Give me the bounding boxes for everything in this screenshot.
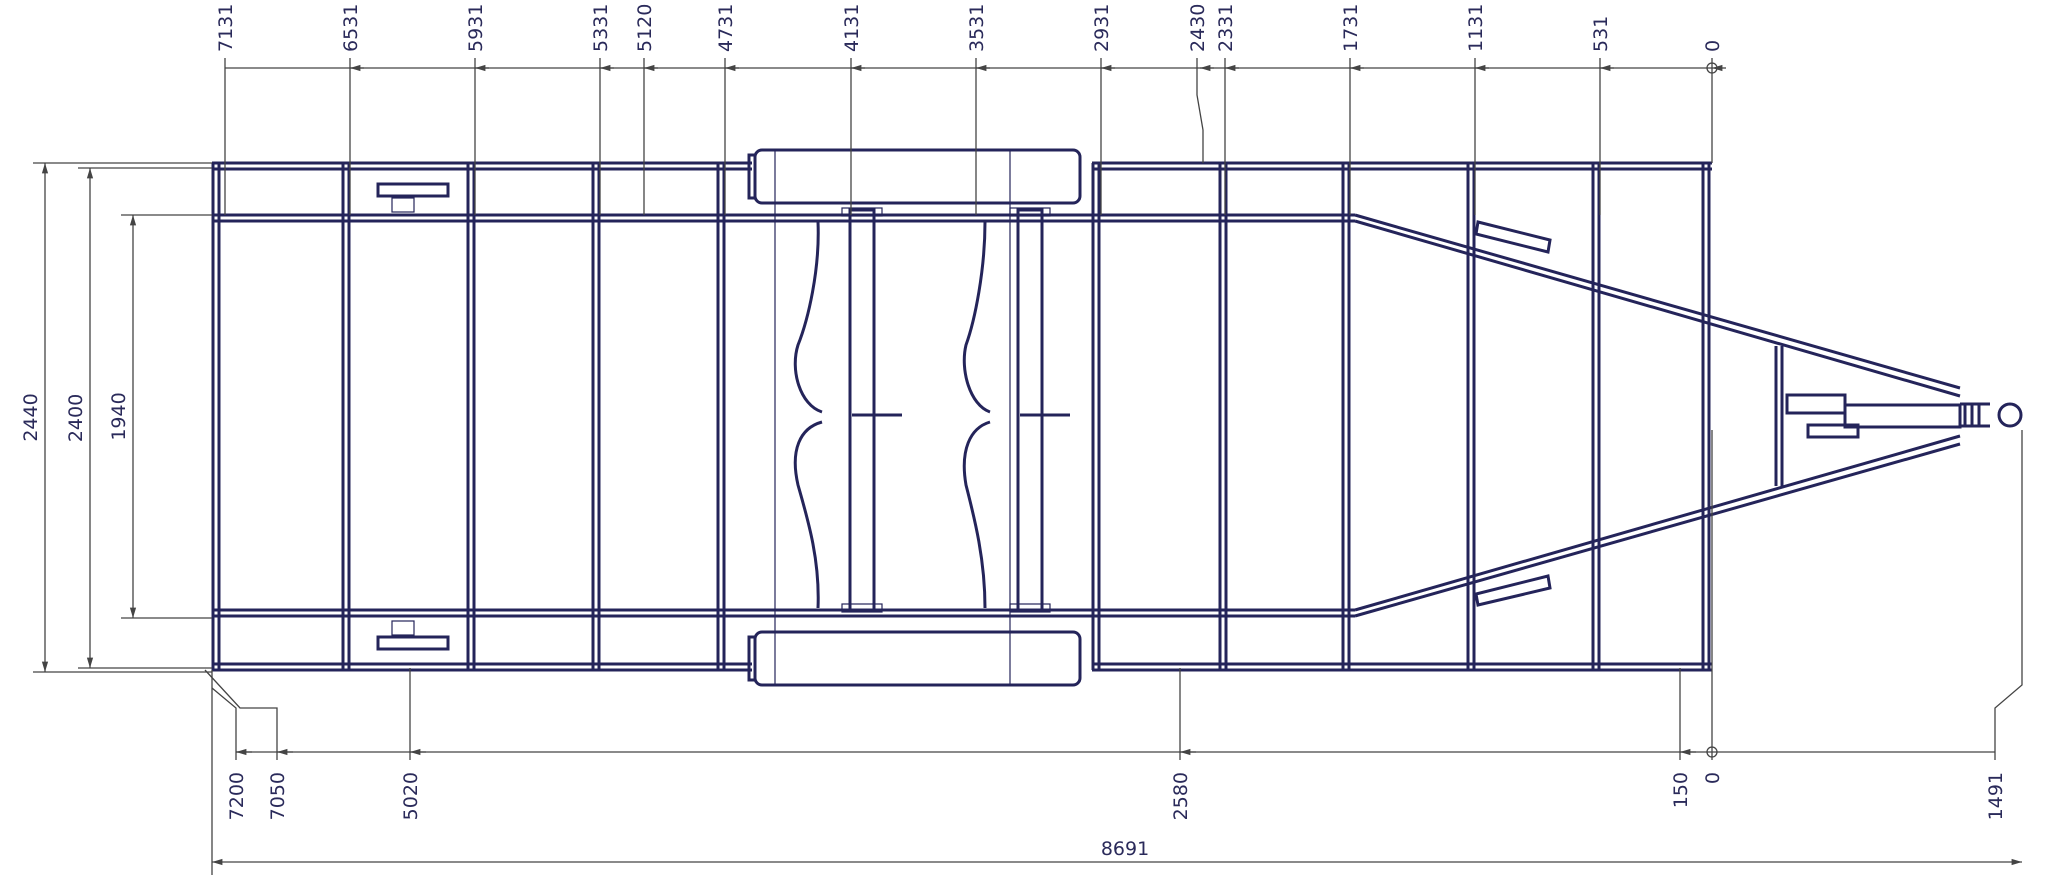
support-jack — [1474, 574, 1552, 607]
fender-end — [747, 635, 757, 682]
fender — [753, 630, 1082, 687]
jack-foot — [391, 620, 415, 636]
top-dimension-label: 5120 — [634, 4, 656, 52]
extension-line — [204, 669, 278, 760]
tow-ball-coupling-icon — [1997, 402, 2023, 428]
top-dimension-label: 1131 — [1465, 4, 1487, 52]
overall-length-label: 8691 — [1101, 838, 1149, 860]
support-jack — [1474, 220, 1552, 254]
bottom-dimension-label: 1491 — [1985, 772, 2007, 820]
coupling-handbrake — [1785, 393, 1847, 415]
left-dimension-label: 1940 — [108, 392, 130, 440]
top-dimension-label: 7131 — [215, 4, 237, 52]
drawbar-bottom — [1354, 434, 1961, 612]
chassis-frame — [211, 148, 2023, 687]
top-dimension-label: 5331 — [590, 4, 612, 52]
left-dimension-label: 2400 — [65, 394, 87, 442]
top-dimension-label: 1731 — [1340, 4, 1362, 52]
top-dimension-label: 2331 — [1215, 4, 1237, 52]
support-jack — [376, 182, 450, 198]
top-dimension-label: 4131 — [841, 4, 863, 52]
drawbar-top — [1354, 213, 1961, 390]
axle-bracket — [841, 603, 883, 613]
axle-bracket — [1009, 207, 1051, 217]
leaf-spring — [793, 221, 823, 609]
leaf-spring — [962, 221, 991, 609]
dimension-lines — [33, 58, 2023, 875]
coupling-lever — [1806, 423, 1860, 439]
coupling-bellows — [1960, 402, 1990, 428]
dimension-labels: 7131 6531 5931 5331 5120 4731 4131 3531 2931 2430… — [20, 4, 2007, 821]
bottom-dimension-label: 150 — [1670, 772, 1692, 808]
top-dimension-label: 4731 — [715, 4, 737, 52]
origin-marker — [1706, 62, 1718, 74]
top-dimension-label: 3531 — [966, 4, 988, 52]
top-dimension-label: 5931 — [465, 4, 487, 52]
fender-end — [747, 153, 757, 200]
top-dimension-label: 2430 — [1187, 4, 1209, 52]
drawbar-top — [1354, 219, 1961, 398]
bottom-dimension-label: 7200 — [226, 772, 248, 820]
fender — [753, 148, 1082, 205]
axle-beam — [848, 208, 876, 612]
axle-bracket — [841, 207, 883, 217]
support-jack — [376, 635, 450, 651]
bottom-dimension-label: 5020 — [400, 772, 422, 820]
top-dimension-label: 531 — [1590, 16, 1612, 52]
top-dimension-label: 2931 — [1091, 4, 1113, 52]
top-dimension-label: 6531 — [340, 4, 362, 52]
top-dimension-label: 0 — [1702, 40, 1724, 52]
bottom-dimension-label: 0 — [1702, 772, 1724, 784]
extension-line — [211, 687, 237, 760]
jack-foot — [391, 197, 415, 213]
bottom-dimension-label: 7050 — [267, 772, 289, 820]
coupling-body — [1843, 403, 1962, 429]
axle-beam — [1016, 208, 1044, 612]
left-dimension-label: 2440 — [20, 393, 42, 441]
origin-marker — [1706, 746, 1718, 758]
bottom-dimension-label: 2580 — [1170, 772, 1192, 820]
extension-line — [1196, 58, 1204, 163]
axle-bracket — [1009, 603, 1051, 613]
drawbar-bottom — [1354, 442, 1961, 618]
extension-line — [1994, 430, 2023, 760]
